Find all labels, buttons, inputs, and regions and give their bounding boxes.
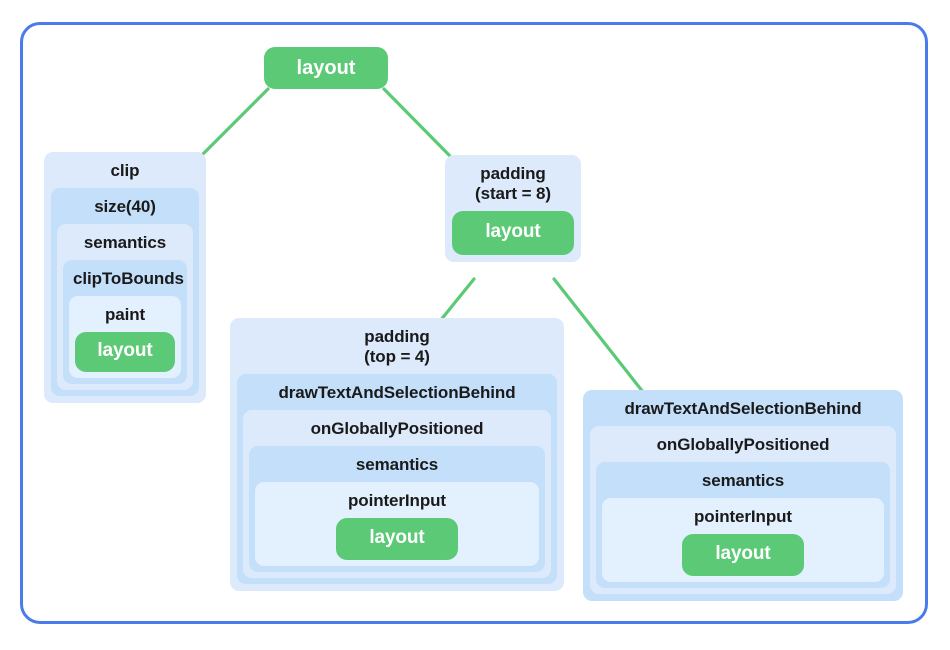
node-paint[interactable]: paint layout <box>69 296 181 379</box>
node-drawtextandselectionbehind-right[interactable]: drawTextAndSelectionBehind onGloballyPos… <box>583 390 903 602</box>
pointerinput-label-mid: pointerInput <box>348 491 446 511</box>
pointerinput-children-right: layout <box>602 534 884 582</box>
padding-top-label-line2: (top = 4) <box>364 347 430 367</box>
node-padding-top[interactable]: padding (top = 4) drawTextAndSelectionBe… <box>230 318 564 592</box>
node-semantics[interactable]: semantics clipToBounds paint layout <box>57 224 193 391</box>
node-drawtextandselectionbehind-mid[interactable]: drawTextAndSelectionBehind onGloballyPos… <box>237 374 557 585</box>
ongloballypositioned-label-mid: onGloballyPositioned <box>310 419 484 439</box>
node-size-40[interactable]: size(40) semantics clipToBounds paint <box>51 188 199 397</box>
padding-start-label-line1: padding <box>480 164 546 183</box>
padding-start-label-line2: (start = 8) <box>475 184 551 204</box>
clip-children: size(40) semantics clipToBounds paint <box>44 188 206 403</box>
drawtext-label-right: drawTextAndSelectionBehind <box>624 399 862 418</box>
paint-label: paint <box>104 305 146 325</box>
leaf-layout-clip[interactable]: layout <box>75 332 175 373</box>
padding-top-children: drawTextAndSelectionBehind onGloballyPos… <box>230 374 564 591</box>
cliptobounds-label: clipToBounds <box>73 269 184 289</box>
semantics-children-right: pointerInput layout <box>596 498 890 588</box>
leaf-layout-padding-start[interactable]: layout <box>452 211 574 255</box>
pointerinput-children-mid: layout <box>255 518 539 566</box>
node-ongloballypositioned-mid[interactable]: onGloballyPositioned semantics pointerIn… <box>243 410 551 579</box>
node-cliptobounds[interactable]: clipToBounds paint layout <box>63 260 187 385</box>
ongloballypositioned-label-right: onGloballyPositioned <box>656 435 830 455</box>
node-semantics-mid[interactable]: semantics pointerInput layout <box>249 446 545 573</box>
semantics-children: clipToBounds paint layout <box>57 260 193 390</box>
padding-start-children: layout <box>445 211 581 262</box>
semantics-label-mid: semantics <box>355 455 439 475</box>
drawtext-children-right: onGloballyPositioned semantics pointerIn… <box>583 426 903 601</box>
node-ongloballypositioned-right[interactable]: onGloballyPositioned semantics pointerIn… <box>590 426 896 595</box>
clip-label: clip <box>110 161 140 180</box>
leaf-layout-draw-text[interactable]: layout <box>682 534 804 577</box>
padding-top-label-line1: padding <box>364 327 430 346</box>
drawtext-children-mid: onGloballyPositioned semantics pointerIn… <box>237 410 557 584</box>
node-padding-start[interactable]: padding (start = 8) layout <box>445 155 581 262</box>
node-pointerinput-mid[interactable]: pointerInput layout <box>255 482 539 567</box>
paint-children: layout <box>69 332 181 378</box>
node-pointerinput-right[interactable]: pointerInput layout <box>602 498 884 583</box>
drawtext-label-mid: drawTextAndSelectionBehind <box>278 383 516 403</box>
leaf-layout-padding-top[interactable]: layout <box>336 518 458 561</box>
root-layout-label: layout <box>296 56 356 79</box>
size-40-label: size(40) <box>94 197 156 217</box>
semantics-label-right: semantics <box>701 471 785 491</box>
node-clip[interactable]: clip size(40) semantics clipToBounds pai… <box>44 152 206 404</box>
padding-start-labels: padding (start = 8) <box>445 155 581 211</box>
ongloballypositioned-children-right: semantics pointerInput layout <box>590 462 896 594</box>
padding-top-labels: padding (top = 4) <box>230 318 564 374</box>
cliptobounds-children: paint layout <box>63 296 187 384</box>
pointerinput-label-right: pointerInput <box>694 507 792 527</box>
size-40-children: semantics clipToBounds paint layout <box>51 224 199 396</box>
semantics-children-mid: pointerInput layout <box>249 482 545 572</box>
ongloballypositioned-children-mid: semantics pointerInput layout <box>243 446 551 578</box>
node-root-layout[interactable]: layout <box>264 47 388 89</box>
semantics-label: semantics <box>83 233 167 253</box>
node-semantics-right[interactable]: semantics pointerInput layout <box>596 462 890 589</box>
